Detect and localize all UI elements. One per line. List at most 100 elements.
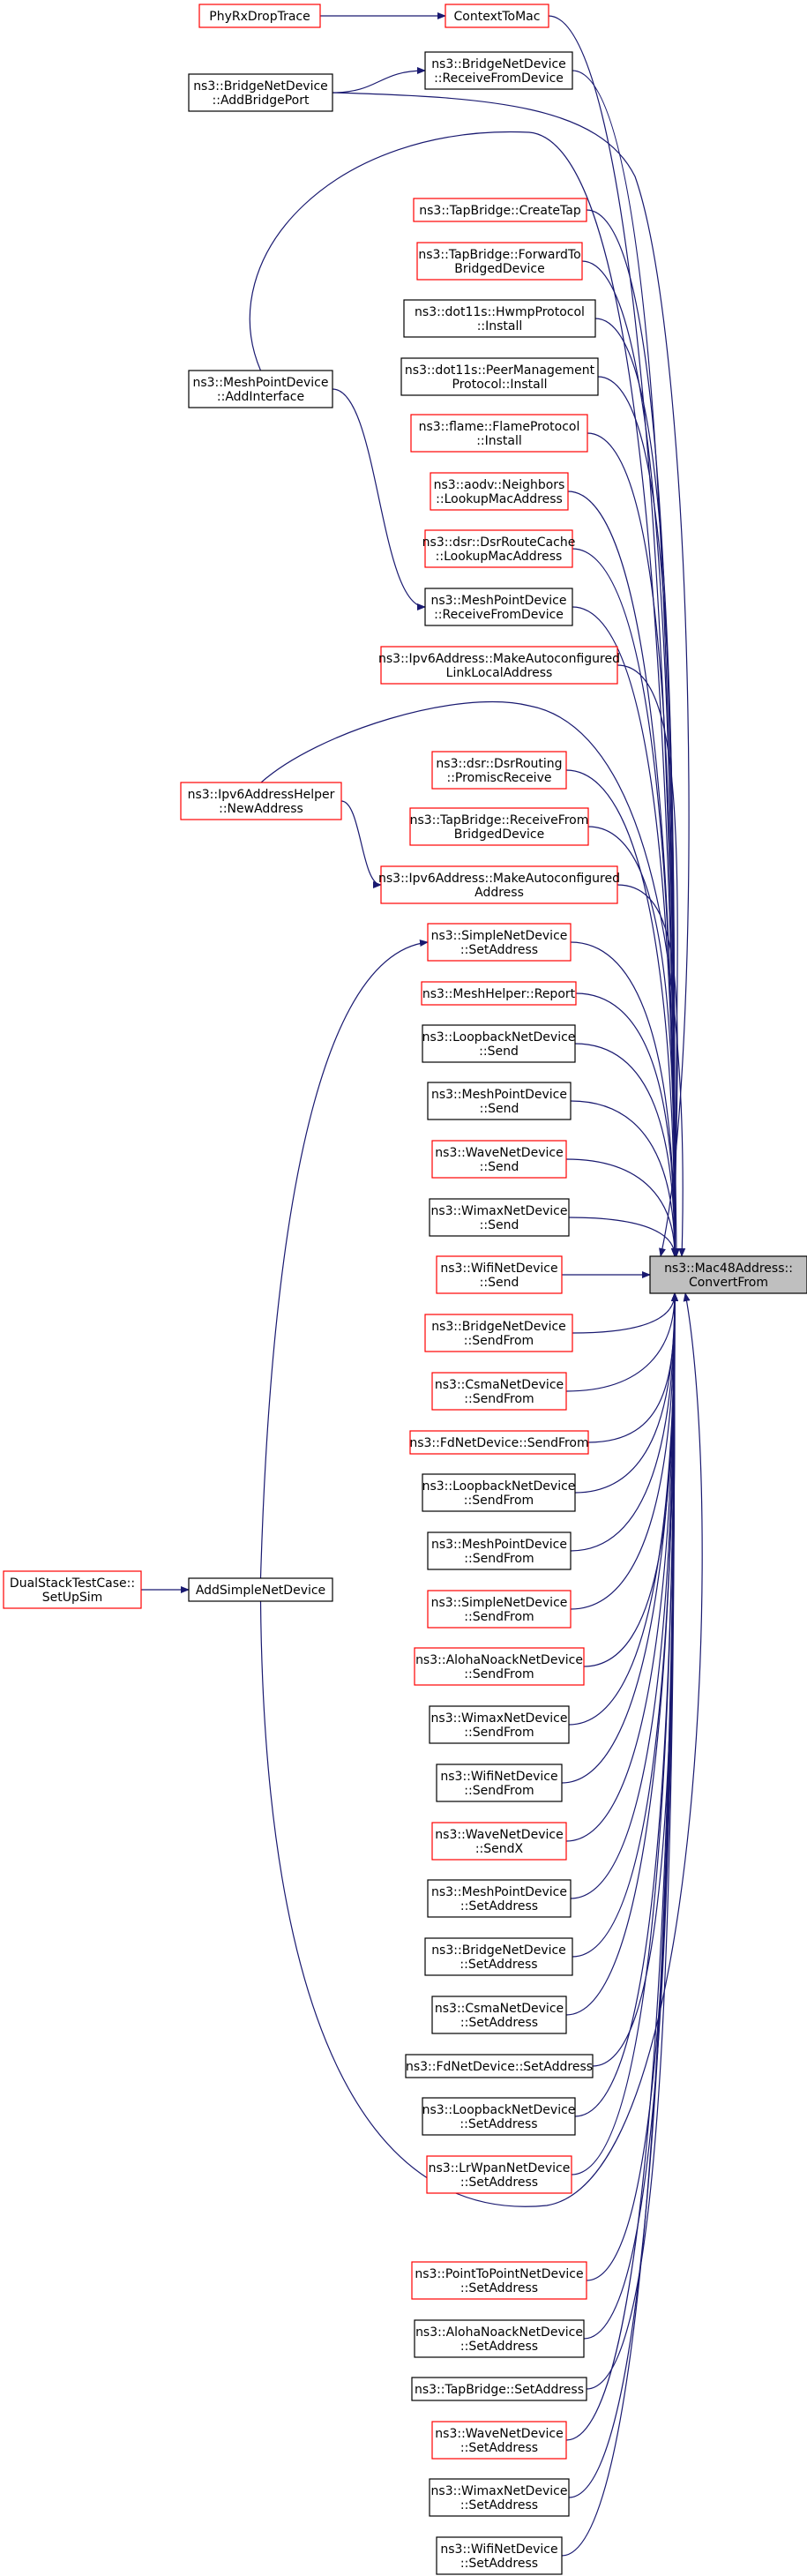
node-wifisend[interactable]: ns3::WifiNetDevice::Send — [436, 1255, 563, 1294]
node-box — [410, 414, 588, 453]
node-box — [411, 2377, 587, 2401]
node-bridgesetaddr[interactable]: ns3::BridgeNetDevice::SetAddress — [424, 1937, 573, 1976]
node-bridgerecv[interactable]: ns3::BridgeNetDevice::ReceiveFromDevice — [424, 51, 573, 90]
node-label: ns3::MeshPointDevice — [431, 1538, 567, 1552]
node-box — [431, 2421, 567, 2460]
node-wimaxsetaddr[interactable]: ns3::WimaxNetDevice::SetAddress — [429, 2478, 570, 2517]
node-meshsend[interactable]: ns3::MeshPointDevice::Send — [427, 1082, 572, 1120]
node-box — [422, 1473, 576, 1512]
node-label: ns3::SimpleNetDevice — [431, 1596, 568, 1610]
node-simplesendfrom[interactable]: ns3::SimpleNetDevice::SendFrom — [427, 1590, 572, 1629]
edge-bridgesendfrom-to-target — [572, 1292, 678, 1334]
node-box — [413, 198, 587, 222]
node-dsrcache[interactable]: ns3::dsr::DsrRouteCache::LookupMacAddres… — [422, 529, 576, 568]
node-label: ns3::dot11s::HwmpProtocol — [415, 305, 585, 319]
node-dsrpromisc[interactable]: ns3::dsr::DsrRouting::PromiscReceive — [431, 751, 567, 790]
node-wimaxsendfrom[interactable]: ns3::WimaxNetDevice::SendFrom — [429, 1705, 570, 1744]
node-label: ns3::CsmaNetDevice — [435, 1378, 564, 1392]
node-tapcreate[interactable]: ns3::TapBridge::CreateTap — [413, 198, 587, 222]
node-csmasetaddr[interactable]: ns3::CsmaNetDevice::SetAddress — [431, 1996, 567, 2034]
edge-meshsendfrom-to-target — [570, 1292, 678, 1552]
node-label: Address — [474, 886, 524, 900]
edge-peermgmt-to-target — [597, 376, 679, 1257]
node-wifisendfrom[interactable]: ns3::WifiNetDevice::SendFrom — [436, 1764, 563, 1802]
node-meshsetaddr[interactable]: ns3::MeshPointDevice::SetAddress — [427, 1879, 572, 1918]
edge-taprecv-to-target — [587, 826, 678, 1257]
edge-dsrpromisc-to-target — [565, 769, 678, 1257]
node-loopsetaddr[interactable]: ns3::LoopbackNetDevice::SetAddress — [422, 2097, 576, 2136]
node-aodv[interactable]: ns3::aodv::Neighbors::LookupMacAddress — [430, 472, 569, 511]
node-label: ::AddBridgePort — [213, 94, 310, 108]
node-simplesetaddr[interactable]: ns3::SimpleNetDevice::SetAddress — [427, 923, 572, 962]
node-wifisetaddr[interactable]: ns3::WifiNetDevice::SetAddress — [436, 2536, 563, 2575]
node-ipv6ll[interactable]: ns3::Ipv6Address::MakeAutoconfiguredLink… — [378, 646, 620, 685]
node-alohasetaddr[interactable]: ns3::AlohaNoackNetDevice::SetAddress — [414, 2319, 585, 2358]
node-addsimple[interactable]: AddSimpleNetDevice — [188, 1577, 333, 1602]
node-label: ::LookupMacAddress — [436, 492, 563, 506]
node-label: ::SendFrom — [464, 1667, 534, 1681]
node-lrwpansetaddr[interactable]: ns3::LrWpanNetDevice::SetAddress — [426, 2155, 572, 2194]
node-label: ns3::MeshHelper::Report — [422, 987, 576, 1001]
node-alohasendfrom[interactable]: ns3::AlohaNoackNetDevice::SendFrom — [414, 1647, 585, 1686]
node-peermgmt[interactable]: ns3::dot11s::PeerManagementProtocol::Ins… — [400, 357, 599, 396]
node-box — [422, 1024, 576, 1063]
node-loopsendfrom[interactable]: ns3::LoopbackNetDevice::SendFrom — [422, 1473, 576, 1512]
node-label: ns3::TapBridge::ForwardTo — [418, 248, 580, 262]
node-p2psetaddr[interactable]: ns3::PointToPointNetDevice::SetAddress — [411, 2261, 587, 2300]
node-bridgesendfrom[interactable]: ns3::BridgeNetDevice::SendFrom — [424, 1314, 573, 1352]
node-hwmp[interactable]: ns3::dot11s::HwmpProtocol::Install — [403, 299, 596, 338]
node-label: ::SetAddress — [460, 1899, 538, 1913]
node-label: ::Send — [479, 1045, 519, 1059]
node-box — [436, 2536, 563, 2575]
node-flame[interactable]: ns3::flame::FlameProtocol::Install — [410, 414, 588, 453]
node-tapsetaddr[interactable]: ns3::TapBridge::SetAddress — [411, 2377, 587, 2401]
node-fdsendfrom[interactable]: ns3::FdNetDevice::SendFrom — [409, 1430, 589, 1455]
node-label: ns3::MeshPointDevice — [192, 376, 328, 390]
node-label: ::ReceiveFromDevice — [434, 71, 564, 86]
node-phyrx[interactable]: PhyRxDropTrace — [198, 4, 321, 28]
node-label: ns3::aodv::Neighbors — [434, 478, 565, 492]
node-label: ns3::MeshPointDevice — [431, 1885, 567, 1899]
node-label: ::Install — [476, 434, 522, 448]
node-fdsetaddr[interactable]: ns3::FdNetDevice::SetAddress — [405, 2054, 594, 2078]
node-label: ns3::MeshPointDevice — [430, 594, 566, 608]
node-box — [188, 370, 333, 408]
node-meshsendfrom[interactable]: ns3::MeshPointDevice::SendFrom — [427, 1531, 572, 1570]
node-label: ::SetAddress — [460, 2281, 538, 2295]
node-wavesend[interactable]: ns3::WaveNetDevice::Send — [431, 1140, 567, 1179]
node-label: Protocol::Install — [452, 378, 548, 392]
edge-tapsetaddr-to-target — [586, 1292, 678, 2390]
node-label: ns3::PointToPointNetDevice — [415, 2267, 583, 2281]
node-csmasendfrom[interactable]: ns3::CsmaNetDevice::SendFrom — [431, 1372, 567, 1411]
node-ctxmac[interactable]: ContextToMac — [445, 4, 549, 28]
node-box — [426, 2155, 572, 2194]
node-dualstack[interactable]: DualStackTestCase::SetUpSim — [3, 1570, 142, 1609]
node-addbridgeport[interactable]: ns3::BridgeNetDevice::AddBridgePort — [188, 73, 333, 112]
node-loopsend[interactable]: ns3::LoopbackNetDevice::Send — [422, 1024, 576, 1063]
node-box — [436, 1255, 563, 1294]
node-box — [436, 1764, 563, 1802]
node-label: ::SetAddress — [460, 943, 538, 957]
node-label: ns3::WimaxNetDevice — [431, 2484, 568, 2498]
edge-ipv6ll-to-target — [616, 664, 679, 1257]
node-box — [409, 1430, 589, 1455]
node-ipv6auto[interactable]: ns3::Ipv6Address::MakeAutoconfiguredAddr… — [378, 865, 620, 904]
node-label: ns3::BridgeNetDevice — [431, 57, 566, 71]
node-box — [409, 807, 589, 846]
node-label: ::SendFrom — [464, 1494, 534, 1508]
node-ipv6helper[interactable]: ns3::Ipv6AddressHelper::NewAddress — [180, 782, 342, 820]
node-label: ::SendX — [475, 1842, 524, 1856]
node-label: ns3::WaveNetDevice — [435, 2427, 563, 2441]
node-label: ns3::LrWpanNetDevice — [429, 2161, 571, 2175]
node-label: ns3::WimaxNetDevice — [431, 1711, 568, 1726]
node-meshrecv[interactable]: ns3::MeshPointDevice::ReceiveFromDevice — [424, 588, 573, 626]
node-wavesendx[interactable]: ns3::WaveNetDevice::SendX — [431, 1822, 567, 1861]
node-wavesetaddr[interactable]: ns3::WaveNetDevice::SetAddress — [431, 2421, 567, 2460]
node-meshhelper[interactable]: ns3::MeshHelper::Report — [421, 981, 577, 1006]
edge-meshaddif-to-target — [249, 131, 680, 1257]
edge-loopsend-to-target — [574, 1043, 678, 1257]
node-meshaddif[interactable]: ns3::MeshPointDevice::AddInterface — [188, 370, 333, 408]
node-wimaxsend[interactable]: ns3::WimaxNetDevice::Send — [429, 1198, 570, 1237]
